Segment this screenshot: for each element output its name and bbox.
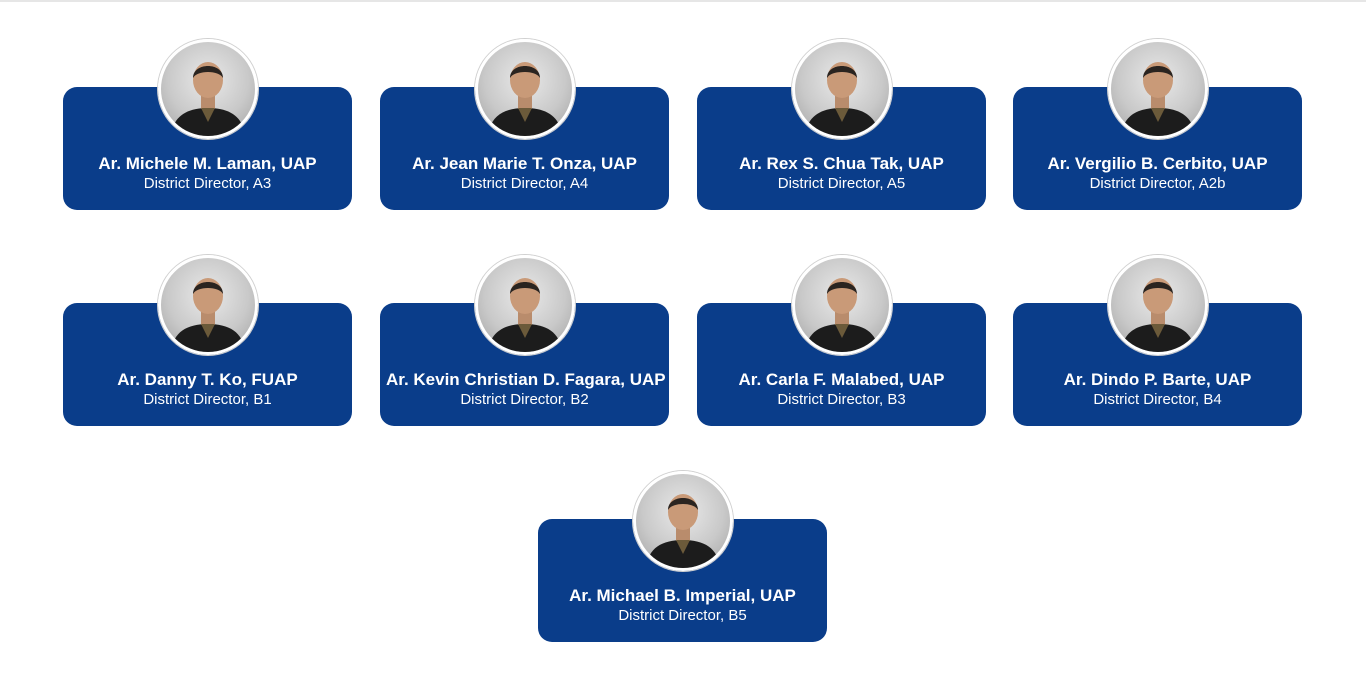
director-role: District Director, B5: [544, 607, 821, 625]
director-name: Ar. Danny T. Ko, FUAP: [69, 370, 346, 390]
director-role: District Director, A4: [386, 175, 663, 193]
portrait-icon: [158, 255, 258, 355]
director-name: Ar. Kevin Christian D. Fagara, UAP: [386, 370, 663, 390]
portrait-silhouette: [636, 474, 730, 568]
director-card: Ar. Rex S. Chua Tak, UAP District Direct…: [697, 87, 986, 210]
director-card: Ar. Vergilio B. Cerbito, UAP District Di…: [1013, 87, 1302, 210]
director-card: Ar. Michele M. Laman, UAP District Direc…: [63, 87, 352, 210]
portrait-silhouette: [1111, 258, 1205, 352]
director-card: Ar. Kevin Christian D. Fagara, UAP Distr…: [380, 303, 669, 426]
director-card: Ar. Danny T. Ko, FUAP District Director,…: [63, 303, 352, 426]
director-role: District Director, B3: [703, 391, 980, 409]
portrait-silhouette: [161, 258, 255, 352]
director-role: District Director, B1: [69, 391, 346, 409]
portrait-icon: [792, 39, 892, 139]
director-name: Ar. Carla F. Malabed, UAP: [703, 370, 980, 390]
director-name: Ar. Michele M. Laman, UAP: [69, 154, 346, 174]
portrait-icon: [158, 39, 258, 139]
director-role: District Director, A2b: [1019, 175, 1296, 193]
top-divider: [0, 0, 1366, 2]
director-name: Ar. Michael B. Imperial, UAP: [544, 586, 821, 606]
portrait-silhouette: [1111, 42, 1205, 136]
director-role: District Director, A3: [69, 175, 346, 193]
portrait-icon: [475, 39, 575, 139]
portrait-icon: [792, 255, 892, 355]
director-card: Ar. Jean Marie T. Onza, UAP District Dir…: [380, 87, 669, 210]
director-name: Ar. Dindo P. Barte, UAP: [1019, 370, 1296, 390]
director-card: Ar. Dindo P. Barte, UAP District Directo…: [1013, 303, 1302, 426]
portrait-icon: [633, 471, 733, 571]
portrait-silhouette: [478, 42, 572, 136]
portrait-icon: [475, 255, 575, 355]
director-card: Ar. Carla F. Malabed, UAP District Direc…: [697, 303, 986, 426]
director-name: Ar. Jean Marie T. Onza, UAP: [386, 154, 663, 174]
portrait-silhouette: [161, 42, 255, 136]
director-role: District Director, B2: [386, 391, 663, 409]
portrait-silhouette: [478, 258, 572, 352]
director-role: District Director, B4: [1019, 391, 1296, 409]
director-name: Ar. Vergilio B. Cerbito, UAP: [1019, 154, 1296, 174]
director-name: Ar. Rex S. Chua Tak, UAP: [703, 154, 980, 174]
portrait-silhouette: [795, 258, 889, 352]
director-role: District Director, A5: [703, 175, 980, 193]
director-card: Ar. Michael B. Imperial, UAP District Di…: [538, 519, 827, 642]
portrait-icon: [1108, 255, 1208, 355]
portrait-silhouette: [795, 42, 889, 136]
portrait-icon: [1108, 39, 1208, 139]
